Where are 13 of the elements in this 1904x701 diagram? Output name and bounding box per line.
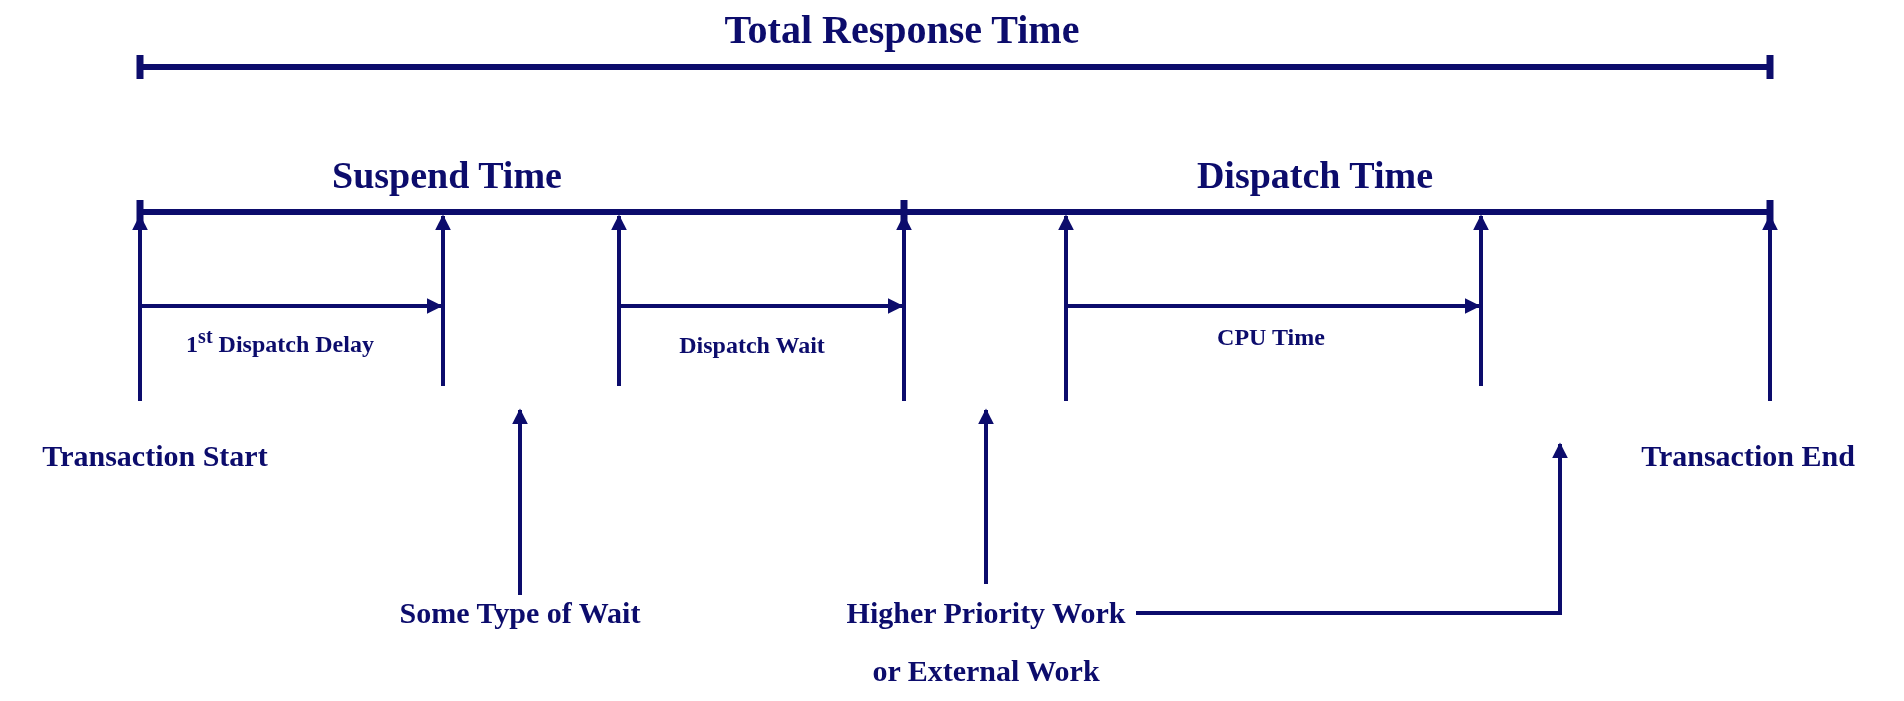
callout-text: Some Type of Wait: [380, 595, 660, 631]
event-label: Dispatch Wait: [679, 331, 825, 359]
span-label: Total Response Time: [724, 8, 1080, 52]
arrow: [512, 408, 528, 595]
span-label: Suspend Time: [332, 155, 562, 197]
arrow: [1136, 442, 1568, 615]
span-label: Dispatch Time: [1196, 155, 1434, 197]
event-label: Transaction Start: [42, 438, 268, 472]
arrow: [978, 408, 994, 584]
event-label: 1$^{st}$ Dispatch Delay: [186, 324, 374, 358]
event-label: Transaction End: [1641, 438, 1855, 472]
event-label: CPU Time: [1217, 323, 1325, 351]
callout-text: Higher Priority Work or External Work: [836, 584, 1136, 700]
